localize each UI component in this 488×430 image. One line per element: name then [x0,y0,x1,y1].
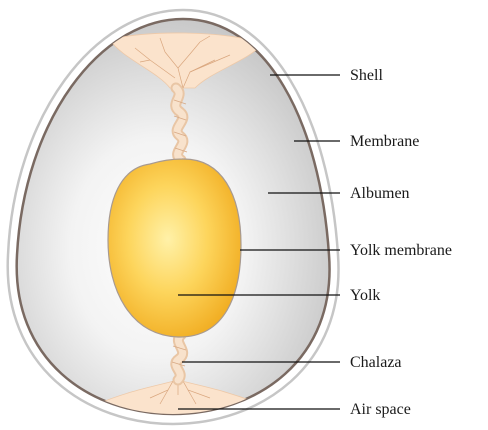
label-yolk-membrane: Yolk membrane [350,242,452,259]
chalaza-bottom [172,335,186,380]
label-membrane: Membrane [350,133,419,150]
label-air-space: Air space [350,401,411,418]
label-yolk: Yolk [350,287,380,304]
yolk [108,159,241,337]
label-chalaza: Chalaza [350,354,402,371]
label-albumen: Albumen [350,185,410,202]
label-shell: Shell [350,67,383,84]
